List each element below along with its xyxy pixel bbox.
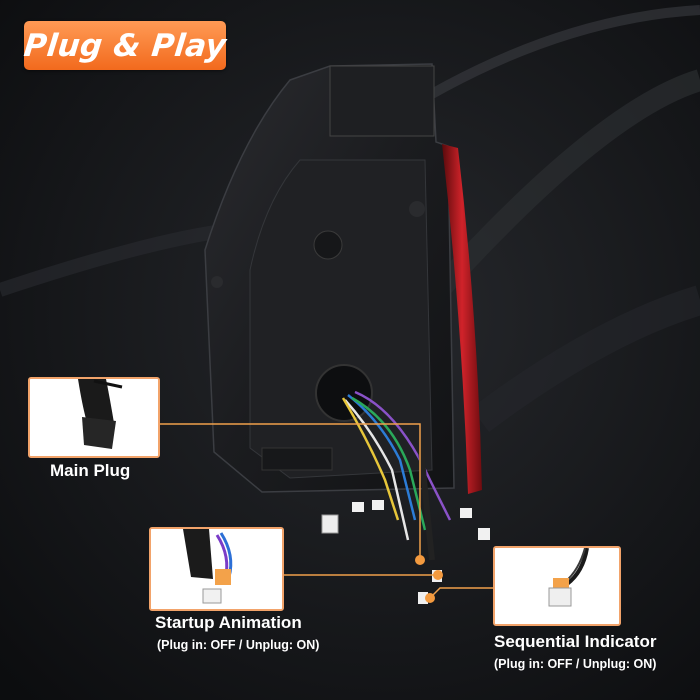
- plug-and-play-badge: Plug & Play: [22, 21, 228, 70]
- main-plug-label: Main Plug: [50, 461, 131, 480]
- startup-animation-label: Startup Animation: [155, 613, 302, 632]
- badge-text: Plug & Play: [22, 27, 228, 64]
- sequential-indicator-note: (Plug in: OFF / Unplug: ON): [494, 657, 657, 671]
- main-plug-thumbnail: [28, 377, 160, 458]
- sequential-indicator-thumbnail: [493, 546, 621, 626]
- leader-lines: [158, 423, 493, 597]
- sequential-indicator-label: Sequential Indicator: [494, 632, 657, 651]
- startup-animation-note: (Plug in: OFF / Unplug: ON): [157, 638, 320, 652]
- startup-animation-thumbnail: [149, 527, 284, 611]
